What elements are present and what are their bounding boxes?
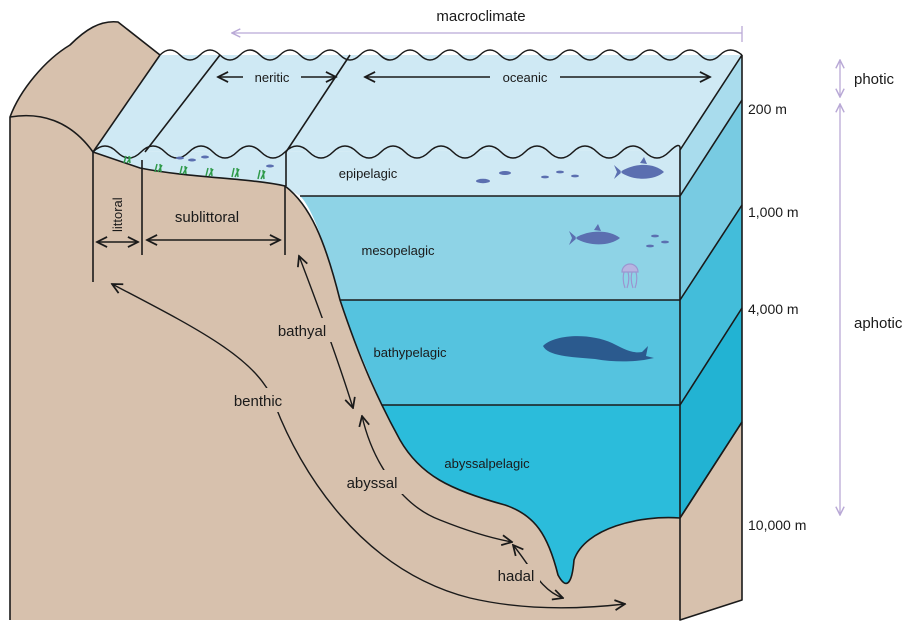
layer-mesopelagic (300, 196, 680, 300)
depth-10000m: 10,000 m (748, 517, 806, 533)
aphotic-label: aphotic (854, 315, 903, 332)
abyssal-label: abyssal (347, 475, 398, 492)
neritic-label: neritic (255, 70, 290, 85)
littoral-label: littoral (110, 197, 125, 232)
abyssalpelagic-label: abyssalpelagic (444, 456, 530, 471)
benthic-label: benthic (234, 393, 283, 410)
depth-200m: 200 m (748, 101, 787, 117)
epipelagic-label: epipelagic (339, 166, 398, 181)
macroclimate-label: macroclimate (436, 8, 525, 25)
mesopelagic-label: mesopelagic (362, 243, 435, 258)
sublittoral-label: sublittoral (175, 209, 239, 226)
oceanic-label: oceanic (503, 70, 548, 85)
depth-4000m: 4,000 m (748, 301, 799, 317)
hadal-label: hadal (498, 568, 535, 585)
photic-label: photic (854, 71, 895, 88)
water-surface (93, 55, 742, 152)
bathyal-label: bathyal (278, 323, 326, 340)
bathypelagic-label: bathypelagic (374, 345, 447, 360)
depth-1000m: 1,000 m (748, 204, 799, 220)
